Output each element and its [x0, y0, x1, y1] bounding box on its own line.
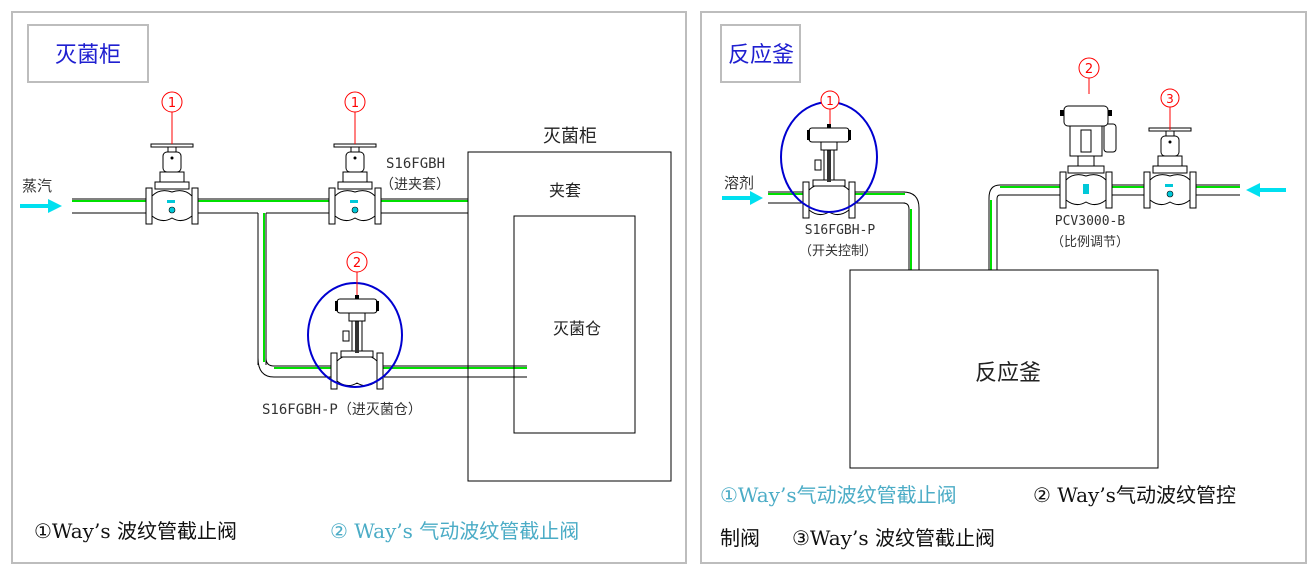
- valve1-note-label: （开关控制）: [799, 244, 877, 259]
- svg-text:3: 3: [1166, 92, 1174, 106]
- valve-model-label: S16FGBH: [386, 156, 445, 172]
- jacket-label: 夹套: [549, 181, 581, 200]
- valve2-model-label: PCV3000-B: [1055, 214, 1126, 229]
- legend-item-r1: ①Way’s气动波纹管截止阀: [720, 483, 957, 507]
- left-title: 灭菌柜: [55, 43, 121, 68]
- legend-item-r2-cont: 制阀: [720, 526, 760, 550]
- sterilizer-chamber: [513, 215, 636, 434]
- svg-text:1: 1: [168, 96, 176, 111]
- feed-pipe: [988, 184, 1240, 270]
- svg-text:1: 1: [826, 94, 834, 108]
- valve-mark-r3: 3: [1160, 88, 1180, 130]
- pneumatic-valve-label: S16FGBH-P（进灭菌仓）: [262, 402, 422, 418]
- sterilizer-tank: [467, 151, 672, 482]
- solvent-arrow-icon: [722, 191, 763, 205]
- steam-label: 蒸汽: [22, 177, 52, 195]
- chamber-label: 灭菌仓: [553, 319, 601, 338]
- solvent-label: 溶剂: [724, 174, 754, 192]
- reactor-vessel: [849, 269, 1159, 469]
- right-title-box: [720, 24, 801, 83]
- legend-item-r2: ② Way’s气动波纹管控: [1033, 483, 1236, 507]
- valve1-model-label: S16FGBH-P: [805, 223, 876, 238]
- valve-mark-l3: 2: [346, 251, 368, 295]
- valve2-note-label: （比例调节）: [1051, 235, 1129, 250]
- svg-text:2: 2: [353, 256, 361, 271]
- left-title-box: [27, 24, 149, 83]
- legend-item-r3: ③Way’s 波纹管截止阀: [792, 526, 995, 550]
- valve-mark-l1: 1: [161, 91, 183, 144]
- steam-arrow-icon: [20, 199, 62, 213]
- valve-mark-r1: 1: [820, 90, 840, 124]
- feed-arrow-icon: [1246, 183, 1286, 197]
- valve-mark-l2: 1: [344, 91, 366, 144]
- svg-text:2: 2: [1085, 62, 1093, 77]
- legend-item-1: ①Way’s 波纹管截止阀: [34, 519, 237, 543]
- valve-mark-r2: 2: [1078, 57, 1100, 94]
- tank-label: 灭菌柜: [543, 126, 597, 147]
- svg-text:1: 1: [351, 96, 359, 111]
- reactor-label: 反应釜: [975, 361, 1041, 386]
- highlight-ellipse: [307, 282, 403, 388]
- valve-note-label: （进夹套）: [380, 177, 450, 193]
- right-title: 反应釜: [728, 43, 794, 68]
- legend-item-2: ② Way’s 气动波纹管截止阀: [330, 519, 579, 543]
